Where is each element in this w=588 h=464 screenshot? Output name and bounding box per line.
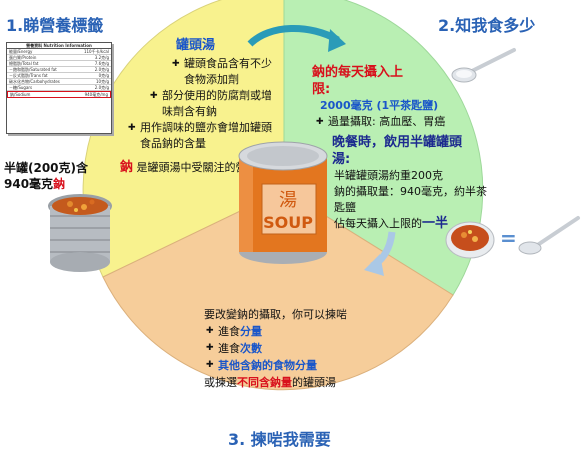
can-label-english: SOUP xyxy=(263,213,313,232)
half-can-caption: 半罐(200克)含 940毫克鈉 xyxy=(4,161,89,191)
orange-closing: 或揀選不同含鈉量的罐頭湯 xyxy=(204,376,336,389)
list-item: 進食分量 xyxy=(206,323,384,340)
dinner-heading: 晚餐時，飲用半罐罐頭湯: xyxy=(332,135,463,167)
list-item: 進食次數 xyxy=(206,340,384,357)
daily-limit-heading: 鈉的每天攝入上限: xyxy=(312,65,404,97)
half-teaspoon-icon xyxy=(518,216,580,255)
equals-sign: = xyxy=(500,226,517,250)
list-item: 過量攝取: 高血壓、胃癌 xyxy=(316,114,490,130)
sodium-word: 鈉 xyxy=(120,160,134,175)
orange-wedge-text: 要改變鈉的攝取，你可以揀啱 進食分量 進食次數 其他含鈉的食物分量 或揀選不同含… xyxy=(204,306,384,391)
list-item: 其他含鈉的食物分量 xyxy=(206,357,384,374)
half-can-image xyxy=(48,194,112,272)
daily-limit-value: 2000毫克 (1平茶匙鹽) xyxy=(320,99,439,112)
step2-title: 2.知我食多少 xyxy=(438,16,536,35)
nutrition-label-header: 營養資料 Nutrition Information xyxy=(7,43,111,49)
can-label-chinese: 湯 xyxy=(279,190,297,211)
soup-bowl-image xyxy=(445,221,495,259)
green-wedge-text: 鈉的每天攝入上限: 2000毫克 (1平茶匙鹽) 過量攝取: 高血壓、胃癌 晚餐… xyxy=(312,64,490,232)
list-item: 用作調味的鹽亦會增加罐頭食品鈉的含量 xyxy=(128,120,280,152)
soup-can-image: 湯 SOUP xyxy=(238,141,328,264)
sodium-note: 鈉 是罐頭湯中受關注的營養素 xyxy=(120,160,269,175)
list-item: 部分使用的防腐劑或增味劑含有鈉 xyxy=(150,88,280,120)
step3-title: 3. 揀啱我需要 xyxy=(228,430,331,449)
step1-title: 1.睇營養標籤 xyxy=(6,16,104,35)
arrow-top xyxy=(247,24,340,47)
yellow-wedge-text: 罐頭湯 罐頭食品含有不少食物添加劑 部分使用的防腐劑或增味劑含有鈉 用作調味的鹽… xyxy=(120,38,280,176)
sodium-highlight: 鈉 xyxy=(53,177,66,191)
teaspoon-icon xyxy=(451,48,516,83)
canned-soup-bullets: 罐頭食品含有不少食物添加劑 部分使用的防腐劑或增味劑含有鈉 用作調味的鹽亦會增加… xyxy=(128,56,280,152)
list-item: 罐頭食品含有不少食物添加劑 xyxy=(172,56,280,88)
half-highlight: 一半 xyxy=(422,216,449,231)
canned-soup-heading: 罐頭湯 xyxy=(176,38,216,53)
orange-intro: 要改變鈉的攝取，你可以揀啱 xyxy=(204,308,347,321)
